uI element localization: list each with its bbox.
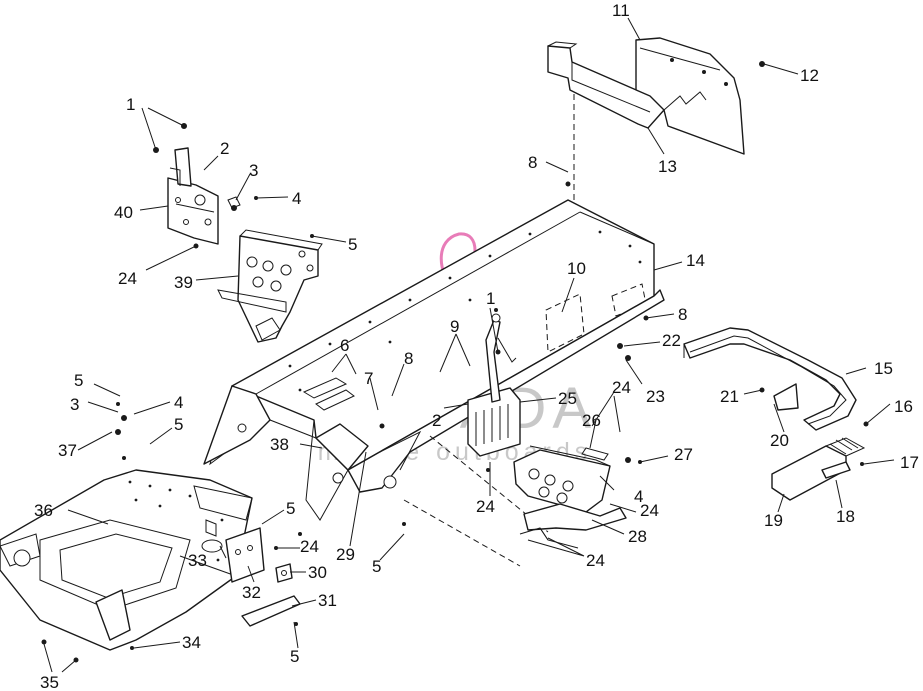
callout-22: 22 [662,331,681,350]
nut-30 [275,563,293,583]
callout-23: 23 [646,387,665,406]
bracket-32 [225,527,265,583]
callout-5: 5 [290,647,299,666]
callout-31: 31 [318,591,337,610]
callout-38: 38 [270,435,289,454]
callout-5: 5 [348,235,357,254]
callout-26: 26 [582,411,601,430]
callout-8: 8 [678,305,687,324]
callout-24: 24 [612,378,631,397]
callout-25: 25 [558,389,577,408]
callout-13: 13 [658,157,677,176]
callout-1: 1 [126,95,135,114]
callout-16: 16 [894,397,913,416]
callout-2: 2 [220,139,229,158]
callout-9: 9 [450,317,459,336]
callout-14: 14 [686,251,705,270]
side-bracket-28 [519,503,627,549]
mounting-plate-24 [513,445,611,513]
callout-29: 29 [336,545,355,564]
tray-rivets [128,480,224,562]
callout-8: 8 [404,349,413,368]
callout-4: 4 [292,189,301,208]
callout-33: 33 [188,551,207,570]
callout-37: 37 [58,441,77,460]
console-bracket-40 [167,147,241,245]
callout-19: 19 [764,511,783,530]
callout-24: 24 [118,269,137,288]
callout-12: 12 [800,66,819,85]
callout-35: 35 [40,673,59,691]
callout-24: 24 [300,537,319,556]
frame-rivet-row [288,230,642,392]
callout-2: 2 [432,411,441,430]
callout-numbers: 1 2 3 4 5 40 24 39 11 12 13 8 14 10 8 22… [34,1,919,691]
callout-18: 18 [836,507,855,526]
callout-15: 15 [874,359,893,378]
callout-10: 10 [567,259,586,278]
leader-lines [43,17,895,673]
control-lever-assembly [467,313,521,457]
callout-6: 6 [340,336,349,355]
callout-5: 5 [286,499,295,518]
tiller-handle-15 [683,327,857,431]
callout-21: 21 [720,387,739,406]
callout-39: 39 [174,273,193,292]
callout-4: 4 [174,393,183,412]
battery-tray-36 [0,469,253,651]
callout-4: 4 [634,487,643,506]
callout-27: 27 [674,445,693,464]
callout-3: 3 [249,161,258,180]
callout-7: 7 [364,369,373,388]
rear-panel-11 [635,37,745,155]
callout-20: 20 [770,431,789,450]
callout-28: 28 [628,527,647,546]
callout-32: 32 [242,583,261,602]
callout-36: 36 [34,501,53,520]
callout-24: 24 [640,501,659,520]
callout-17: 17 [900,453,919,472]
callout-24: 24 [476,497,495,516]
callout-5: 5 [174,415,183,434]
callout-3: 3 [70,395,79,414]
mounting-bracket-13 [547,41,665,129]
callout-24: 24 [586,551,605,570]
callout-34: 34 [182,633,201,652]
fasteners [41,61,869,663]
callout-30: 30 [308,563,327,582]
mounting-plate-39 [217,229,323,343]
callout-8: 8 [528,153,537,172]
callout-5: 5 [74,371,83,390]
callout-1: 1 [486,289,495,308]
grip-19 [771,437,866,501]
callout-11: 11 [612,1,630,20]
callout-5: 5 [372,557,381,576]
callout-40: 40 [114,203,133,222]
